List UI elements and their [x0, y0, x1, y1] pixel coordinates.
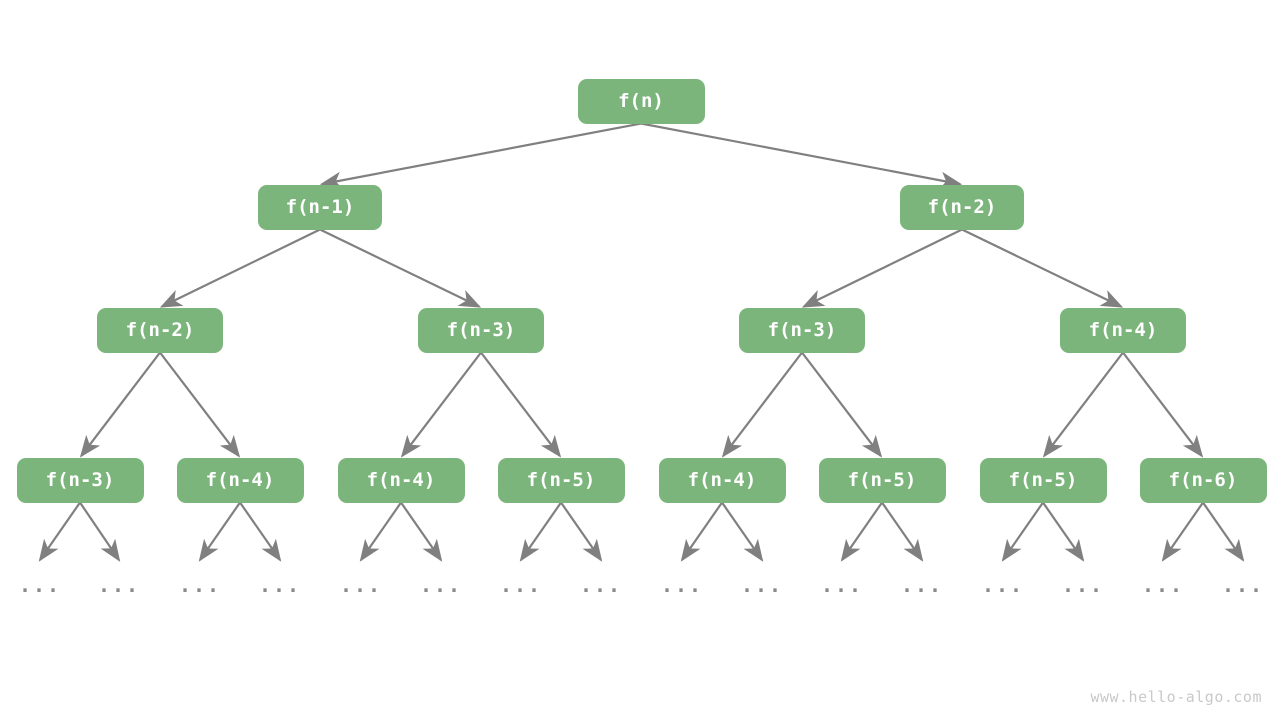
tree-node: f(n-4) [176, 457, 304, 503]
tree-node: f(n-4) [658, 457, 786, 503]
leaf-edge [721, 501, 764, 562]
ellipsis-marker: ... [1141, 573, 1185, 597]
tree-edge [801, 351, 883, 458]
tree-node: f(n-3) [418, 307, 544, 353]
tree-node: f(n-6) [1139, 457, 1267, 503]
watermark: www.hello-algo.com [1090, 688, 1262, 706]
tree-edge [801, 228, 963, 308]
tree-node: f(n-3) [16, 457, 144, 503]
ellipsis-marker: ... [660, 573, 704, 597]
tree-edge [79, 351, 161, 458]
tree-node: f(n-3) [739, 307, 865, 353]
ellipsis-marker: ... [740, 573, 784, 597]
ellipsis-marker: ... [499, 573, 543, 597]
leaf-edge [840, 501, 883, 562]
ellipsis-marker: ... [419, 573, 463, 597]
tree-node: f(n-5) [818, 457, 946, 503]
tree-edge [159, 351, 241, 458]
tree-node: f(n-4) [337, 457, 465, 503]
tree-edge [159, 228, 321, 308]
tree-edge [319, 228, 482, 308]
leaf-edge [198, 501, 241, 562]
ellipsis-marker: ... [18, 573, 62, 597]
ellipsis-marker: ... [339, 573, 383, 597]
leaf-edge [1001, 501, 1044, 562]
leaf-edge [1042, 501, 1085, 562]
tree-edge [721, 351, 803, 458]
tree-edge [1122, 351, 1204, 458]
tree-node: f(n-2) [900, 184, 1024, 230]
tree-node: f(n) [577, 78, 705, 124]
leaf-edge [1161, 501, 1204, 562]
leaf-edge [560, 501, 603, 562]
tree-node: f(n-5) [979, 457, 1107, 503]
ellipsis-marker: ... [1221, 573, 1265, 597]
leaf-edge [400, 501, 443, 562]
ellipsis-marker: ... [820, 573, 864, 597]
ellipsis-marker: ... [579, 573, 623, 597]
ellipsis-marker: ... [1061, 573, 1105, 597]
tree-edge [319, 122, 642, 190]
leaf-edge [1202, 501, 1245, 562]
ellipsis-marker: ... [981, 573, 1025, 597]
tree-node: f(n-1) [258, 184, 382, 230]
tree-edge [640, 122, 963, 190]
leaf-edge [38, 501, 81, 562]
ellipsis-marker: ... [900, 573, 944, 597]
leaf-edge [359, 501, 402, 562]
leaf-edge [881, 501, 924, 562]
tree-edge [1042, 351, 1124, 458]
tree-node: f(n-2) [97, 307, 223, 353]
tree-edge [480, 351, 562, 458]
leaf-edge [680, 501, 723, 562]
leaf-edge [239, 501, 282, 562]
ellipsis-marker: ... [258, 573, 302, 597]
leaf-edge [79, 501, 121, 562]
ellipsis-marker: ... [97, 573, 141, 597]
tree-edge [400, 351, 482, 458]
tree-node: f(n-4) [1060, 307, 1186, 353]
ellipsis-marker: ... [178, 573, 222, 597]
tree-node: f(n-5) [497, 457, 625, 503]
leaf-edge [519, 501, 562, 562]
tree-edge [961, 228, 1124, 308]
